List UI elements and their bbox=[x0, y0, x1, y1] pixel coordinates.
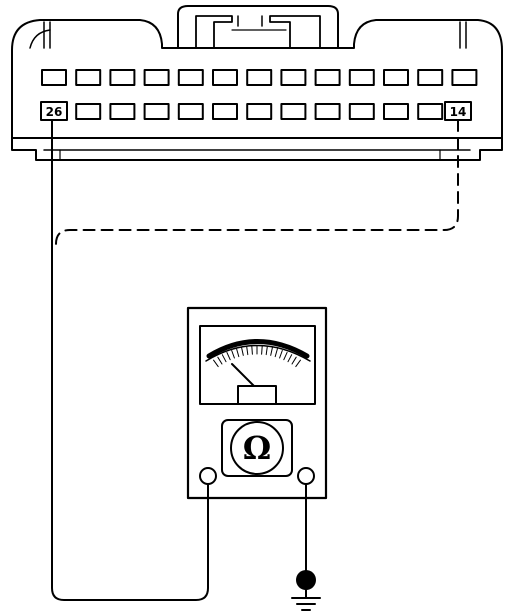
connector: 26 14 bbox=[11, 5, 503, 161]
meter-terminal-right bbox=[297, 467, 315, 485]
ground-clip bbox=[296, 570, 316, 590]
scale-tick bbox=[246, 346, 249, 356]
terminal-cavity bbox=[417, 103, 444, 120]
pin-26: 26 bbox=[40, 101, 68, 121]
meter-pivot bbox=[237, 385, 277, 405]
terminal-cavity bbox=[383, 103, 409, 120]
terminal-cavity bbox=[177, 103, 204, 120]
scale-tick bbox=[236, 348, 240, 358]
scale-tick bbox=[213, 359, 219, 368]
terminal-cavity bbox=[246, 69, 273, 86]
pin-14-label: 14 bbox=[450, 105, 467, 119]
scale-tick bbox=[226, 351, 231, 361]
scale-tick bbox=[231, 350, 235, 359]
ground-icon bbox=[291, 570, 321, 611]
terminal-cavity bbox=[383, 69, 409, 86]
scale-tick bbox=[221, 354, 227, 363]
meter-scale bbox=[205, 344, 311, 362]
scale-tick bbox=[279, 350, 283, 359]
ohmmeter: Ω bbox=[186, 306, 328, 500]
dashed-harness-wire bbox=[55, 119, 459, 245]
terminal-cavity bbox=[177, 69, 204, 86]
scale-tick bbox=[261, 345, 263, 355]
test-lead-wire bbox=[51, 119, 209, 601]
pin-14: 14 bbox=[444, 101, 472, 121]
terminal-cavity bbox=[212, 69, 238, 86]
scale-tick bbox=[265, 346, 268, 356]
scale-tick bbox=[274, 348, 278, 358]
scale-tick bbox=[291, 356, 297, 365]
connector-cavities bbox=[41, 69, 478, 120]
terminal-cavity bbox=[348, 103, 375, 120]
terminal-cavity bbox=[280, 69, 307, 86]
scale-tick bbox=[241, 347, 244, 356]
terminal-cavity bbox=[75, 69, 102, 86]
scale-tick bbox=[295, 359, 301, 368]
terminal-cavity bbox=[417, 69, 444, 86]
terminal-cavity bbox=[314, 69, 341, 86]
meter-needle bbox=[231, 363, 255, 387]
terminal-cavity bbox=[109, 103, 136, 120]
terminal-cavity bbox=[109, 69, 136, 86]
terminal-cavity bbox=[75, 103, 102, 120]
ohm-icon: Ω bbox=[221, 419, 293, 477]
terminal-cavity bbox=[246, 103, 273, 120]
terminal-cavity bbox=[348, 69, 375, 86]
scale-tick bbox=[270, 347, 273, 356]
scale-tick bbox=[251, 345, 253, 355]
connector-base bbox=[11, 137, 503, 161]
pin-26-label: 26 bbox=[46, 105, 63, 119]
terminal-cavity bbox=[143, 103, 170, 120]
meter-scale-ticks bbox=[213, 345, 301, 368]
scale-tick bbox=[287, 354, 293, 363]
terminal-cavity bbox=[212, 103, 238, 120]
connector-body bbox=[11, 19, 503, 139]
terminal-cavity bbox=[143, 69, 170, 86]
meter-case bbox=[186, 306, 328, 500]
terminal-cavity bbox=[314, 103, 341, 120]
meter-terminal-left bbox=[199, 467, 217, 485]
scale-tick bbox=[283, 351, 288, 361]
terminal-cavity bbox=[41, 69, 67, 86]
connector-lock-tab bbox=[177, 5, 339, 49]
terminal-cavity bbox=[451, 69, 478, 86]
ohm-symbol: Ω bbox=[243, 429, 271, 467]
terminal-cavity bbox=[280, 103, 307, 120]
scale-tick bbox=[217, 356, 223, 365]
